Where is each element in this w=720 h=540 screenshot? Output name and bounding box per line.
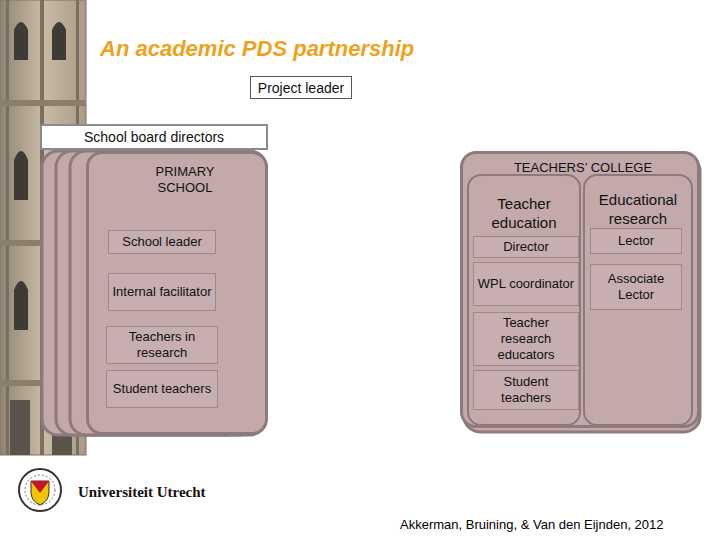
leader-box: Project leader	[250, 76, 352, 99]
box-label: Student teachers	[477, 374, 575, 406]
organisation-box: PRIMARY SCHOOL School leaderInternal faci…	[86, 151, 268, 435]
role-box: Student teachers	[473, 370, 579, 410]
role-box: Student teachers	[106, 370, 218, 408]
box-heading: PRIMARY SCHOOL	[145, 164, 225, 196]
box-heading: Educational research	[585, 190, 691, 228]
box-label: Project leader	[258, 80, 344, 96]
role-box: Teacher research educators	[473, 312, 579, 366]
citation: Akkerman, Bruining, & Van den Eijnden, 2…	[400, 517, 664, 532]
department-column: Educational researchLectorAssociate Lect…	[583, 174, 693, 426]
role-box: School leader	[108, 230, 216, 254]
university-logo	[19, 469, 61, 511]
stacked-school-outlines	[42, 151, 700, 435]
box-label: School leader	[122, 234, 202, 250]
box-label: Teacher research educators	[477, 315, 575, 363]
box-label: Student teachers	[113, 381, 211, 397]
role-box: Lector	[590, 228, 682, 254]
role-box: Associate Lector	[590, 264, 682, 310]
board-box: School board directors	[40, 124, 268, 150]
role-box: Director	[473, 236, 579, 258]
box-label: Internal facilitator	[113, 284, 212, 300]
box-label: Teachers in research	[110, 329, 214, 361]
role-box: Teachers in research	[106, 326, 218, 364]
slide-title: An academic PDS partnership	[100, 36, 414, 62]
department-column: Teacher educationDirectorWPL coordinator…	[467, 174, 581, 426]
box-label: Lector	[618, 233, 654, 249]
box-label: Associate Lector	[594, 271, 678, 303]
citation-ground	[396, 515, 708, 537]
box-label: WPL coordinator	[478, 276, 574, 292]
logo-wordmark: Universiteit Utrecht	[78, 484, 206, 501]
organisation-box: TEACHERS’ COLLEGETeacher educationDirect…	[460, 151, 700, 428]
box-label: Director	[503, 239, 549, 255]
box-label: School board directors	[84, 129, 224, 145]
role-box: Internal facilitator	[108, 273, 216, 311]
role-box: WPL coordinator	[473, 262, 579, 306]
box-heading: Teacher education	[469, 194, 579, 232]
